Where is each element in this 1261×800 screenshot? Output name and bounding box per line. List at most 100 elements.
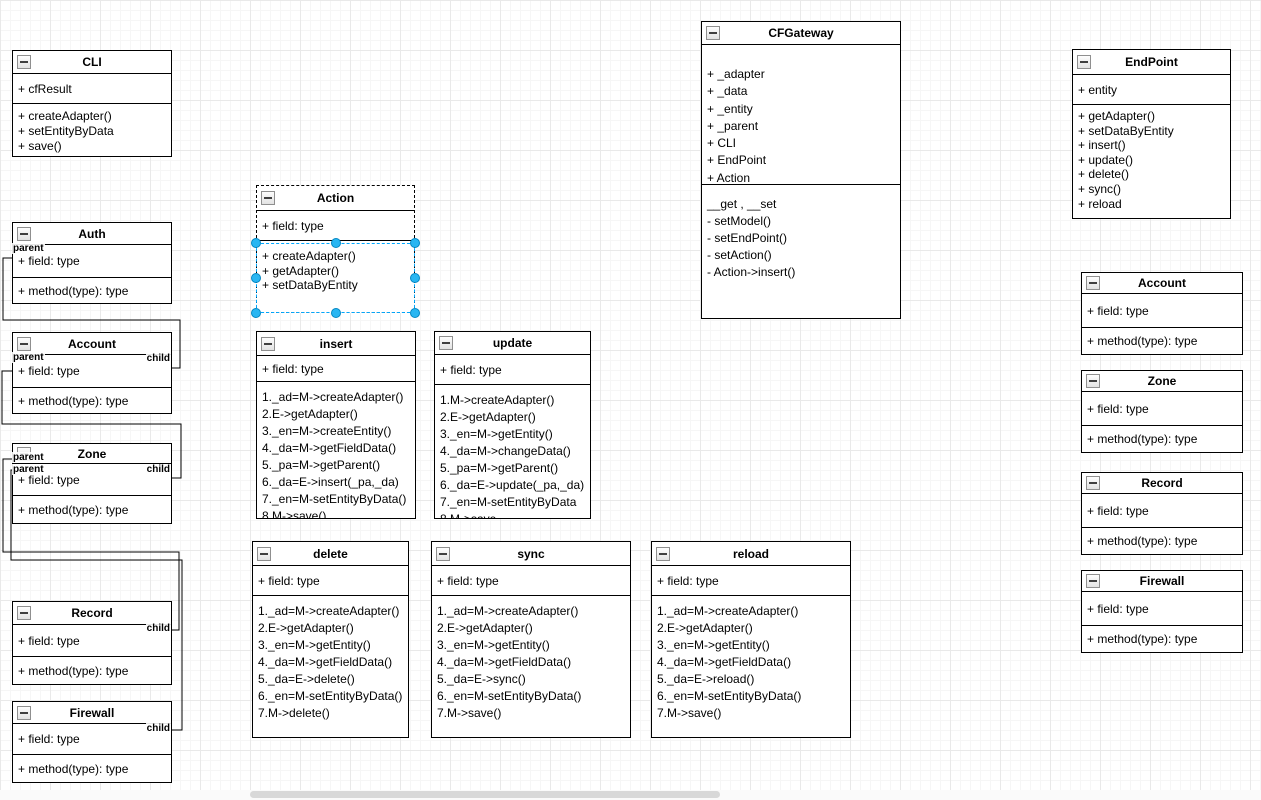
class-methods-compartment[interactable]: + method(type): type	[1082, 328, 1242, 354]
class-fields-compartment[interactable]: + field: type	[652, 566, 850, 596]
class-title-bar[interactable]: insert	[257, 332, 415, 356]
class-methods-compartment[interactable]: + method(type): type	[13, 657, 171, 684]
class-title-bar[interactable]: sync	[432, 542, 630, 566]
edge-label-parent-1[interactable]: parent	[12, 352, 45, 363]
selection-handle-nw[interactable]	[251, 238, 261, 248]
collapse-icon[interactable]	[17, 606, 31, 620]
class-box-zone-right[interactable]: Zone+ field: type+ method(type): type	[1081, 370, 1243, 453]
class-title-bar[interactable]: delete	[253, 542, 408, 566]
class-methods-compartment[interactable]: + method(type): type	[13, 755, 171, 782]
class-title-bar[interactable]: Firewall	[13, 702, 171, 724]
class-fields-compartment[interactable]: + field: type	[13, 625, 171, 657]
collapse-icon[interactable]	[1086, 476, 1100, 490]
class-box-record-right[interactable]: Record+ field: type+ method(type): type	[1081, 472, 1243, 555]
selection-handle-sw[interactable]	[251, 308, 261, 318]
collapse-icon[interactable]	[439, 336, 453, 350]
collapse-icon[interactable]	[17, 705, 31, 720]
class-methods-compartment[interactable]: 1.M->createAdapter()2.E->getAdapter()3._…	[435, 385, 590, 518]
class-methods-compartment[interactable]: + method(type): type	[1082, 528, 1242, 554]
class-box-firewall-left[interactable]: Firewall+ field: type+ method(type): typ…	[12, 701, 172, 783]
collapse-icon[interactable]	[261, 191, 275, 205]
class-title-bar[interactable]: Record	[13, 602, 171, 625]
selection-handle-n[interactable]	[330, 238, 341, 248]
class-title-bar[interactable]: EndPoint	[1073, 50, 1230, 75]
class-fields-compartment[interactable]: + field: type	[1082, 294, 1242, 328]
class-title-bar[interactable]: Record	[1082, 473, 1242, 494]
edge-label-child-7[interactable]: child	[145, 723, 171, 734]
edge-label-parent-4[interactable]: parent	[12, 464, 45, 475]
collapse-icon[interactable]	[261, 336, 275, 351]
selection-handle-e[interactable]	[410, 273, 420, 283]
class-box-zone-left[interactable]: Zone+ field: type+ method(type): type	[12, 443, 172, 524]
class-fields-compartment[interactable]: + field: type	[13, 355, 171, 388]
collapse-icon[interactable]	[1086, 276, 1100, 290]
collapse-icon[interactable]	[656, 546, 670, 561]
edge-label-child-6[interactable]: child	[145, 623, 171, 634]
horizontal-scrollbar-thumb[interactable]	[250, 791, 720, 798]
class-title-bar[interactable]: update	[435, 332, 590, 355]
class-methods-compartment[interactable]: + method(type): type	[13, 278, 171, 303]
class-box-account-right[interactable]: Account+ field: type+ method(type): type	[1081, 272, 1243, 355]
class-methods-compartment[interactable]: + method(type): type	[13, 388, 171, 413]
class-box-action[interactable]: Action+ field: type+ createAdapter()+ ge…	[256, 185, 415, 313]
edge-label-parent-3[interactable]: parent	[12, 452, 45, 463]
class-methods-compartment[interactable]: 1._ad=M->createAdapter()2.E->getAdapter(…	[257, 382, 415, 518]
class-title-bar[interactable]: Zone	[1082, 371, 1242, 392]
collapse-icon[interactable]	[17, 336, 31, 351]
class-title-bar[interactable]: Account	[13, 333, 171, 355]
collapse-icon[interactable]	[17, 55, 31, 69]
selection-handle-w[interactable]	[251, 273, 261, 283]
collapse-icon[interactable]	[17, 226, 31, 241]
collapse-icon[interactable]	[1077, 55, 1091, 69]
class-fields-compartment[interactable]: + entity	[1073, 75, 1230, 105]
class-title-bar[interactable]: reload	[652, 542, 850, 566]
class-fields-compartment[interactable]: + field: type	[1082, 494, 1242, 528]
class-title-bar[interactable]: Firewall	[1082, 571, 1242, 592]
class-title-bar[interactable]: CLI	[13, 51, 171, 74]
class-fields-compartment[interactable]: + field: type	[432, 566, 630, 596]
class-fields-compartment[interactable]: + field: type	[13, 464, 171, 496]
class-title-bar[interactable]: Action	[257, 186, 414, 211]
class-fields-compartment[interactable]: + field: type	[13, 245, 171, 278]
class-fields-compartment[interactable]: + field: type	[13, 724, 171, 755]
edge-label-child-2[interactable]: child	[145, 353, 171, 364]
class-box-record-left[interactable]: Record+ field: type+ method(type): type	[12, 601, 172, 685]
collapse-icon[interactable]	[1086, 574, 1100, 588]
collapse-icon[interactable]	[1086, 374, 1100, 388]
class-box-endpoint[interactable]: EndPoint+ entity+ getAdapter()+ setDataB…	[1072, 49, 1231, 219]
class-title-bar[interactable]: CFGateway	[702, 22, 900, 45]
class-methods-compartment[interactable]: 1._ad=M->createAdapter()2.E->getAdapter(…	[253, 596, 408, 737]
class-fields-compartment[interactable]: + _adapter+ _data+ _entity+ _parent+ CLI…	[702, 45, 900, 185]
class-box-cli[interactable]: CLI+ cfResult+ createAdapter()+ setEntit…	[12, 50, 172, 157]
class-methods-compartment[interactable]: 1._ad=M->createAdapter()2.E->getAdapter(…	[652, 596, 850, 737]
class-fields-compartment[interactable]: + cfResult	[13, 74, 171, 104]
class-methods-compartment[interactable]: + method(type): type	[1082, 426, 1242, 452]
selection-handle-ne[interactable]	[410, 238, 420, 248]
class-methods-compartment[interactable]: 1._ad=M->createAdapter()2.E->getAdapter(…	[432, 596, 630, 737]
selection-handle-se[interactable]	[410, 308, 420, 318]
class-box-account-left[interactable]: Account+ field: type+ method(type): type	[12, 332, 172, 414]
class-fields-compartment[interactable]: + field: type	[435, 355, 590, 385]
class-title-bar[interactable]: Auth	[13, 223, 171, 245]
class-fields-compartment[interactable]: + field: type	[257, 356, 415, 382]
class-fields-compartment[interactable]: + field: type	[257, 211, 414, 241]
selection-handle-s[interactable]	[330, 308, 341, 318]
class-fields-compartment[interactable]: + field: type	[253, 566, 408, 596]
edge-label-child-5[interactable]: child	[145, 464, 171, 475]
collapse-icon[interactable]	[257, 546, 271, 561]
class-methods-compartment[interactable]: + method(type): type	[1082, 626, 1242, 652]
class-methods-compartment[interactable]: + createAdapter()+ setEntityByData+ save…	[13, 104, 171, 156]
class-methods-compartment[interactable]: __get , __set- setModel()- setEndPoint()…	[702, 185, 900, 318]
class-box-auth[interactable]: Auth+ field: type+ method(type): type	[12, 222, 172, 304]
edge-label-parent-0[interactable]: parent	[12, 243, 45, 254]
class-title-bar[interactable]: Account	[1082, 273, 1242, 294]
class-methods-compartment[interactable]: + method(type): type	[13, 496, 171, 523]
class-methods-compartment[interactable]: + createAdapter()+ getAdapter()+ setData…	[257, 241, 414, 312]
collapse-icon[interactable]	[436, 546, 450, 561]
